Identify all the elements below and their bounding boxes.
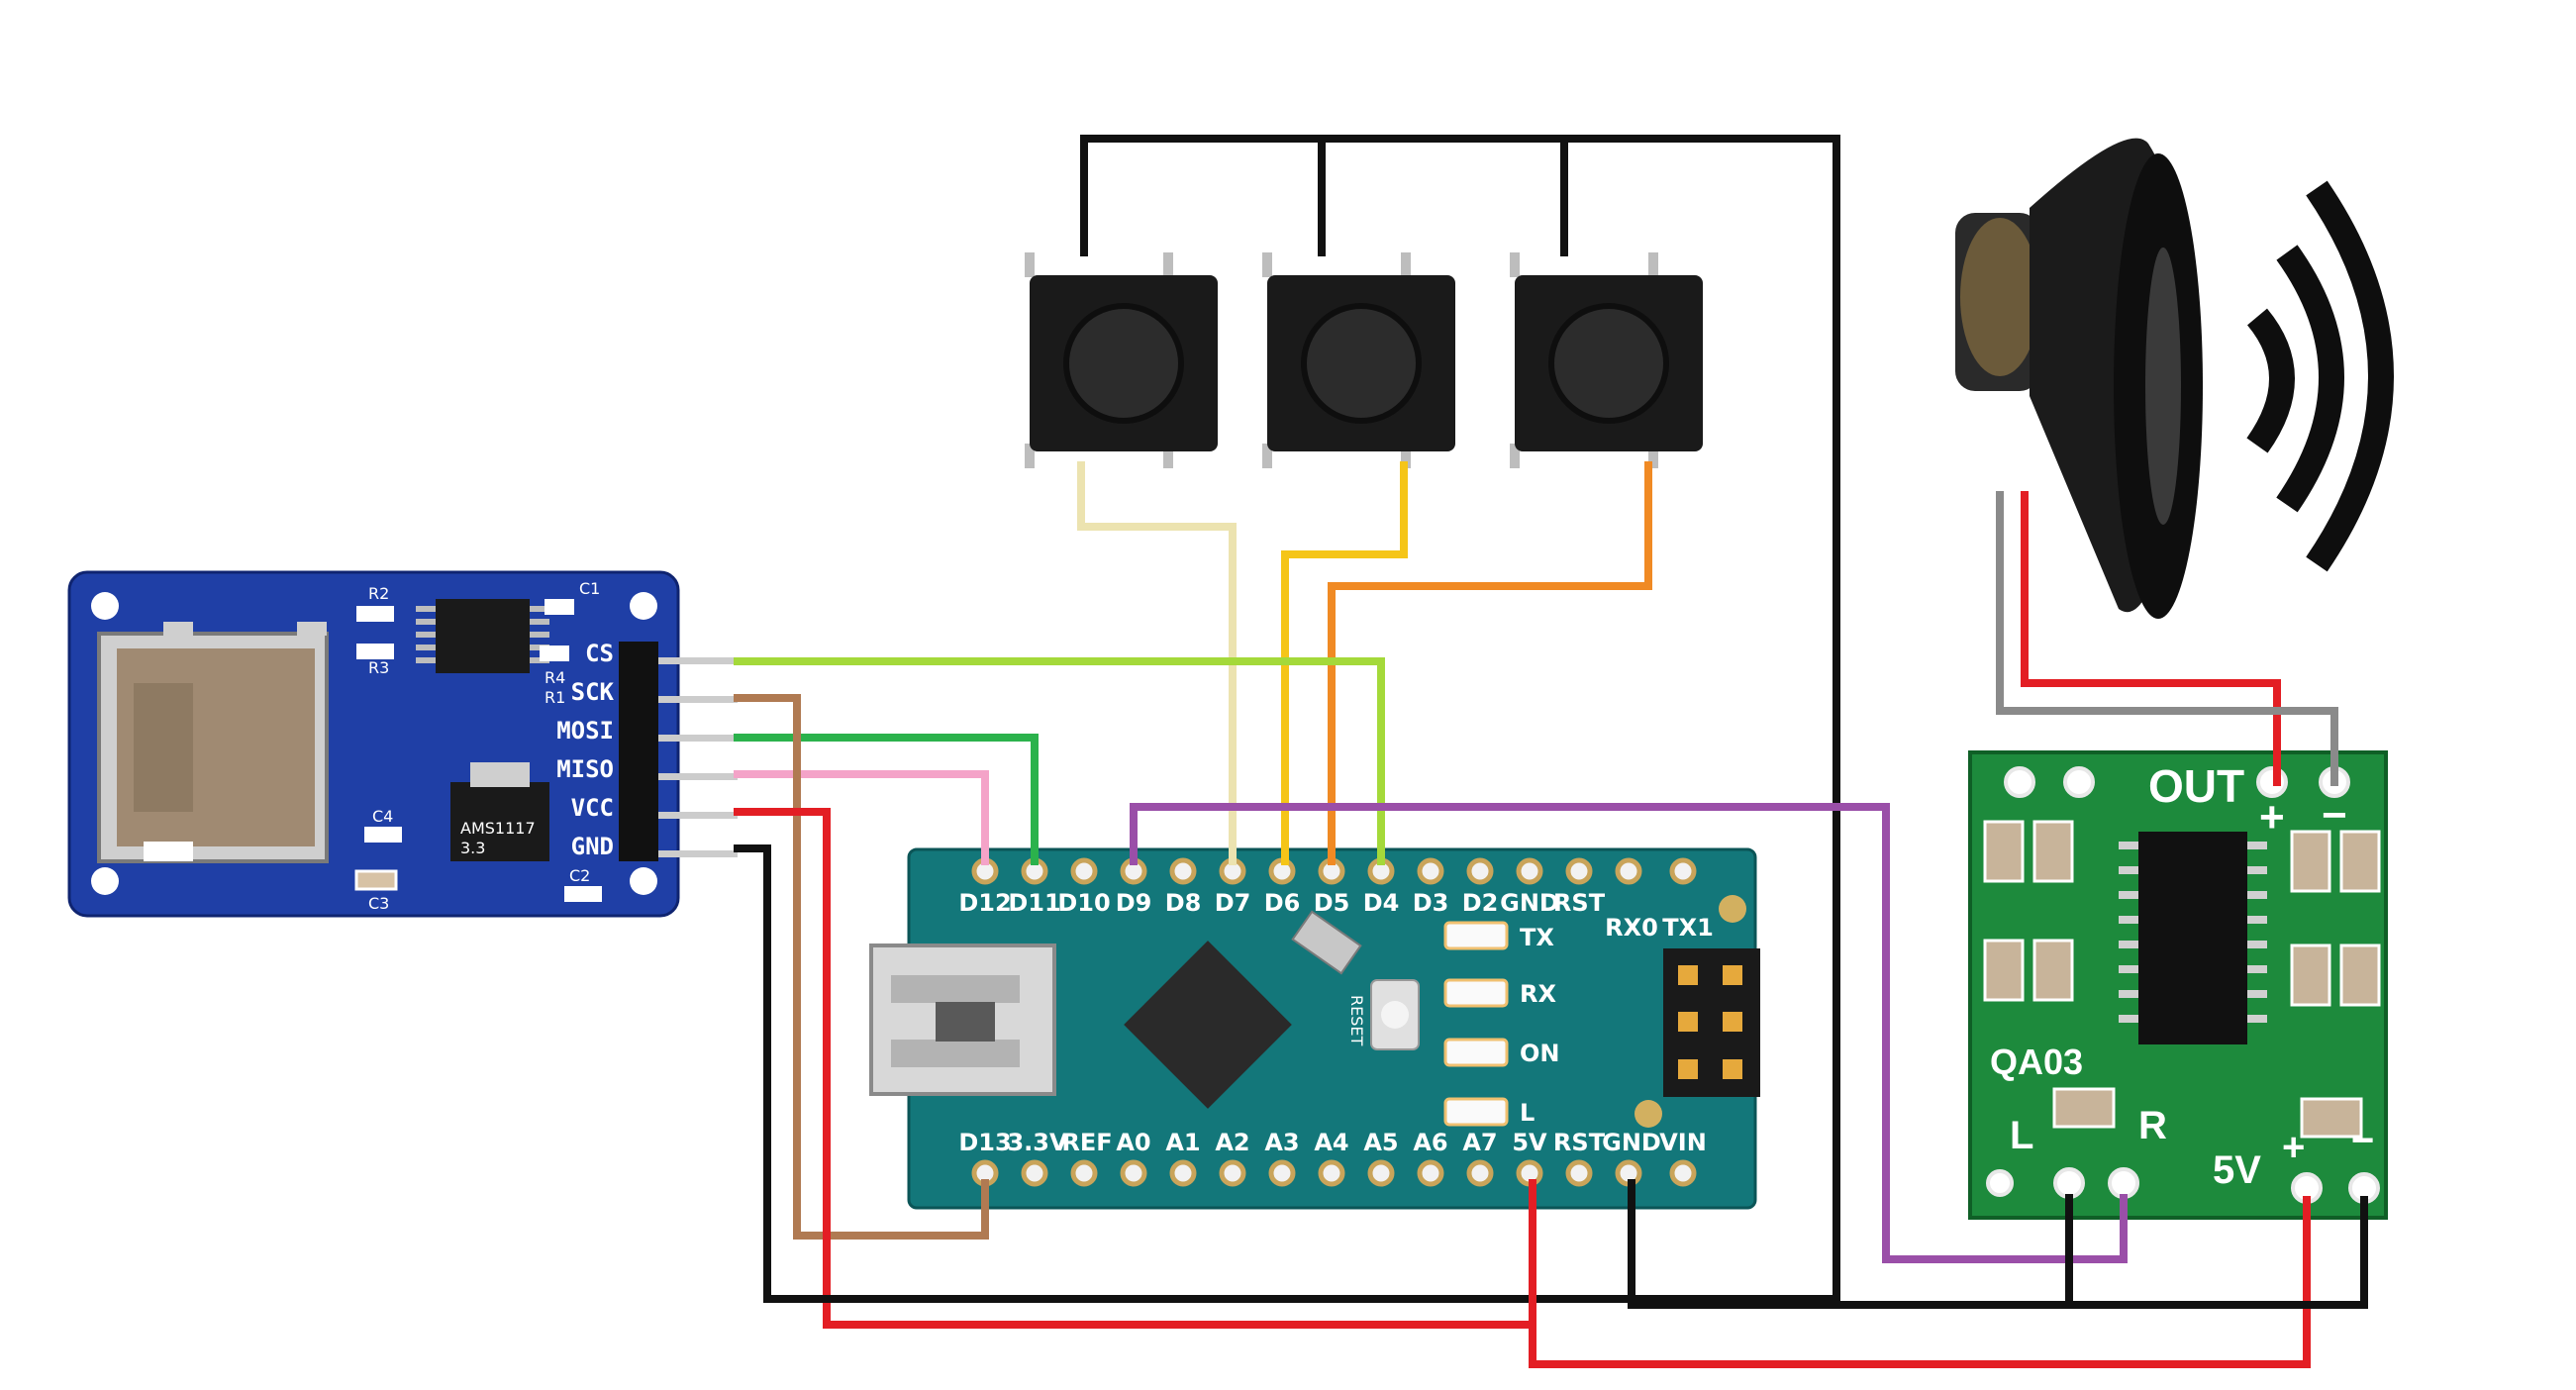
- amplifier-board: OUT + − QA03 L R 5V + −: [1968, 750, 2388, 1220]
- led-l: L: [1520, 1099, 1535, 1127]
- pin-rx0: RX0: [1605, 914, 1658, 942]
- wire-sd-miso-d12: [734, 770, 989, 865]
- svg-text:C4: C4: [372, 807, 393, 826]
- sd-pin-cs: CS: [585, 640, 614, 667]
- sd-card-icon: [97, 622, 329, 863]
- push-button-1: [1025, 252, 1218, 468]
- wire-button-3-d5: [1328, 461, 1652, 865]
- wire-d9-amp-input: [1130, 803, 2128, 1263]
- sd-pin-mosi: MOSI: [556, 717, 614, 745]
- amp-out-label: OUT: [2148, 760, 2244, 812]
- pin-a5: A5: [1363, 1129, 1398, 1156]
- wire-sd-mosi-d11: [734, 734, 1039, 865]
- amp-out-plus: +: [2259, 793, 2285, 842]
- pin-d10: D10: [1057, 889, 1110, 917]
- sd-pin-sck: SCK: [571, 678, 615, 706]
- wire-sd-vcc-5v: [734, 808, 1536, 1329]
- pin-rst-bottom: RST: [1553, 1129, 1606, 1156]
- pin-a0: A0: [1116, 1129, 1150, 1156]
- pin-a2: A2: [1215, 1129, 1249, 1156]
- svg-text:C2: C2: [569, 866, 590, 885]
- amp-power-plus: +: [2282, 1126, 2305, 1169]
- wire-speaker-negative: [1996, 491, 2338, 786]
- svg-text:C3: C3: [368, 894, 389, 913]
- amp-right-label: R: [2138, 1104, 2167, 1147]
- pin-d4: D4: [1363, 889, 1400, 917]
- pin-d7: D7: [1215, 889, 1251, 917]
- wire-sd-cs-d4: [734, 657, 1385, 865]
- pin-a6: A6: [1413, 1129, 1447, 1156]
- svg-text:AMS1117: AMS1117: [460, 819, 536, 838]
- sd-pin-vcc: VCC: [571, 794, 614, 822]
- push-button-2: [1262, 252, 1455, 468]
- pin-d11: D11: [1008, 889, 1060, 917]
- microcontroller-chip-icon: [1124, 941, 1292, 1109]
- wire-sd-gnd: [734, 844, 1840, 1303]
- arduino-nano: RESET TX RX ON L: [869, 847, 1760, 1210]
- nano-top-pin-labels: D12 D11 D10 D9 D8 D7 D6 D5 D4 D3 D2 GND …: [958, 889, 1713, 942]
- led-rx: RX: [1520, 980, 1556, 1008]
- pin-tx1: TX1: [1662, 914, 1714, 942]
- push-button-3: [1510, 252, 1703, 468]
- sound-waves-icon: [2246, 180, 2394, 572]
- pin-vin: VIN: [1659, 1129, 1707, 1156]
- svg-text:R1: R1: [545, 688, 565, 707]
- pin-d2: D2: [1462, 889, 1499, 917]
- led-on: ON: [1520, 1040, 1560, 1067]
- reset-label: RESET: [1347, 995, 1366, 1045]
- svg-text:R3: R3: [368, 658, 389, 677]
- pin-a7: A7: [1462, 1129, 1497, 1156]
- pin-gnd-top: GND: [1500, 889, 1559, 917]
- pin-ref: REF: [1061, 1129, 1112, 1156]
- wire-gnd-amp: [1628, 1179, 2368, 1309]
- speaker-icon: [1955, 138, 2203, 619]
- sd-pin-gnd: GND: [571, 833, 614, 860]
- pin-d6: D6: [1264, 889, 1301, 917]
- amp-model-label: QA03: [1990, 1042, 2083, 1082]
- wire-5v-amp: [1529, 1179, 2311, 1368]
- amp-power-minus: −: [2351, 1119, 2374, 1162]
- pin-d3: D3: [1413, 889, 1449, 917]
- usb-port-icon: [869, 943, 1056, 1096]
- sd-pin-labels: CS SCK MOSI MISO VCC GND: [556, 640, 614, 860]
- pin-5v: 5V: [1512, 1129, 1547, 1156]
- svg-text:3.3: 3.3: [460, 839, 485, 857]
- pin-d9: D9: [1116, 889, 1152, 917]
- wire-sd-sck-d13: [734, 694, 989, 1240]
- pin-a1: A1: [1165, 1129, 1200, 1156]
- pin-a3: A3: [1264, 1129, 1299, 1156]
- pin-d5: D5: [1314, 889, 1350, 917]
- wire-speaker-positive: [2021, 491, 2281, 786]
- amp-left-label: L: [2010, 1114, 2033, 1157]
- amp-out-minus: −: [2322, 791, 2347, 840]
- pin-d12: D12: [958, 889, 1011, 917]
- wire-button-ground-bus: [1080, 135, 1840, 1309]
- wire-button-1-d7: [1077, 461, 1237, 865]
- svg-text:R2: R2: [368, 584, 389, 603]
- sd-pin-miso: MISO: [556, 755, 614, 783]
- wires: [734, 135, 2368, 1368]
- pin-d13: D13: [958, 1129, 1011, 1156]
- led-tx: TX: [1520, 924, 1554, 951]
- amp-5v-label: 5V: [2213, 1148, 2261, 1192]
- svg-text:C1: C1: [579, 579, 600, 598]
- pin-d8: D8: [1165, 889, 1202, 917]
- pin-gnd-bottom: GND: [1602, 1129, 1661, 1156]
- pin-3v3: 3.3V: [1007, 1129, 1068, 1156]
- nano-bottom-pin-labels: D13 3.3V REF A0 A1 A2 A3 A4 A5 A6 A7 5V …: [958, 1129, 1706, 1156]
- wire-button-2-d6: [1281, 461, 1408, 865]
- svg-text:R4: R4: [545, 668, 565, 687]
- pin-a4: A4: [1314, 1129, 1348, 1156]
- sd-card-module: AMS1117 3.3 R2 C1 R3 R4 R1 C4 C3 C2 CS S…: [67, 570, 738, 918]
- pin-rst-top: RST: [1553, 889, 1606, 917]
